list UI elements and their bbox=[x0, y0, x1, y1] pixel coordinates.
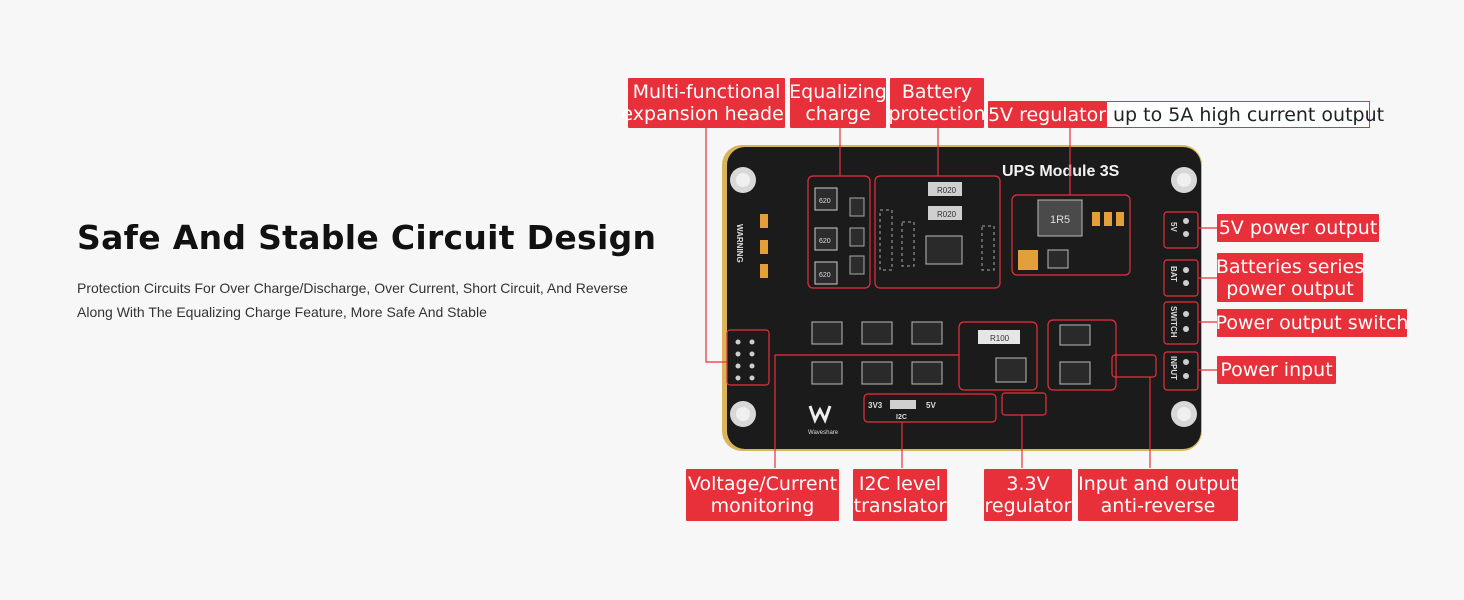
middle-ics bbox=[811, 321, 1091, 385]
callout-5v-power-output: 5V power output bbox=[1217, 214, 1379, 242]
silk-3v3: 3V3 bbox=[868, 401, 883, 410]
callout-equalizing-charge: Equalizing charge bbox=[789, 78, 887, 128]
callout-line: anti-reverse bbox=[1100, 495, 1216, 517]
svg-text:620: 620 bbox=[819, 238, 831, 245]
callout-line: 5V regulator bbox=[987, 103, 1107, 126]
callout-line: Equalizing bbox=[789, 81, 887, 103]
svg-text:R020: R020 bbox=[937, 186, 957, 195]
warning-silk: WARNING bbox=[735, 224, 744, 263]
battery-protection-components: R020 R020 bbox=[879, 182, 995, 271]
callout-3v3-regulator: 3.3V regulator bbox=[984, 469, 1072, 521]
callout-line: 3.3V bbox=[1006, 473, 1050, 495]
silk-5v-small: 5V bbox=[926, 401, 936, 410]
silk-input: INPUT bbox=[1169, 356, 1178, 380]
svg-text:Waveshare: Waveshare bbox=[808, 430, 839, 436]
callout-line: Voltage/Current bbox=[687, 473, 838, 495]
board-body bbox=[727, 147, 1201, 449]
callout-power-input: Power input bbox=[1217, 356, 1336, 384]
callout-i2c-level-translator: I2C level translator bbox=[853, 469, 947, 521]
callout-line: Batteries series bbox=[1215, 255, 1365, 278]
svg-text:R020: R020 bbox=[937, 210, 957, 219]
callout-line: Multi-functional bbox=[632, 81, 781, 103]
callout-line: expansion header bbox=[621, 103, 792, 125]
callout-expansion-header: Multi-functional expansion header bbox=[621, 78, 792, 128]
callout-line: Power input bbox=[1220, 359, 1333, 381]
callout-line: Power output switch bbox=[1215, 312, 1409, 334]
regulator-5v-components: 1R5 bbox=[1018, 199, 1124, 270]
equalizing-components: 620 620 620 bbox=[814, 187, 865, 285]
callout-5v-regulator: 5V regulator bbox=[988, 101, 1106, 128]
callout-line: Battery bbox=[901, 81, 973, 103]
callout-line: 5V power output bbox=[1218, 217, 1378, 239]
page-heading: Safe And Stable Circuit Design bbox=[77, 218, 657, 257]
callout-line: I2C level bbox=[858, 473, 942, 495]
i2c-jumper bbox=[890, 400, 916, 409]
callout-line: protection bbox=[888, 103, 986, 125]
description-line-2: Along With The Equalizing Charge Feature… bbox=[77, 304, 487, 320]
callout-power-output-switch: Power output switch bbox=[1215, 309, 1409, 337]
component-outlines bbox=[726, 175, 1199, 423]
callout-line: power output bbox=[1226, 277, 1354, 300]
callout-line: charge bbox=[805, 103, 871, 125]
leader-lines bbox=[705, 128, 1217, 468]
mounting-holes bbox=[730, 167, 1197, 427]
silk-i2c: I2C bbox=[896, 414, 907, 421]
silk-switch: SWITCH bbox=[1169, 306, 1178, 338]
silk-5v: 5V bbox=[1169, 222, 1178, 232]
callout-line: regulator bbox=[984, 495, 1072, 517]
callout-voltage-current-monitoring: Voltage/Current monitoring bbox=[686, 469, 839, 521]
callout-battery-protection: Battery protection bbox=[888, 78, 986, 128]
r100-resistor bbox=[978, 330, 1020, 344]
callout-anti-reverse: Input and output anti-reverse bbox=[1078, 469, 1238, 521]
callout-line: translator bbox=[853, 495, 947, 517]
callout-line: monitoring bbox=[710, 495, 815, 517]
svg-text:620: 620 bbox=[819, 198, 831, 205]
callout-batteries-series: Batteries series power output bbox=[1215, 253, 1365, 302]
silk-bat: BAT bbox=[1169, 266, 1178, 282]
waveshare-logo: Waveshare bbox=[808, 405, 839, 436]
page-description: Protection Circuits For Over Charge/Disc… bbox=[77, 276, 677, 324]
connector-pins bbox=[735, 218, 1189, 381]
callout-line: Input and output bbox=[1078, 473, 1238, 495]
description-line-1: Protection Circuits For Over Charge/Disc… bbox=[77, 280, 628, 296]
svg-text:1R5: 1R5 bbox=[1050, 214, 1070, 226]
r100-label: R100 bbox=[990, 334, 1010, 343]
svg-text:620: 620 bbox=[819, 272, 831, 279]
board-title: UPS Module 3S bbox=[1002, 163, 1120, 180]
callout-5v-regulator-note: up to 5A high current output bbox=[1106, 101, 1384, 128]
warning-leds bbox=[760, 214, 768, 278]
